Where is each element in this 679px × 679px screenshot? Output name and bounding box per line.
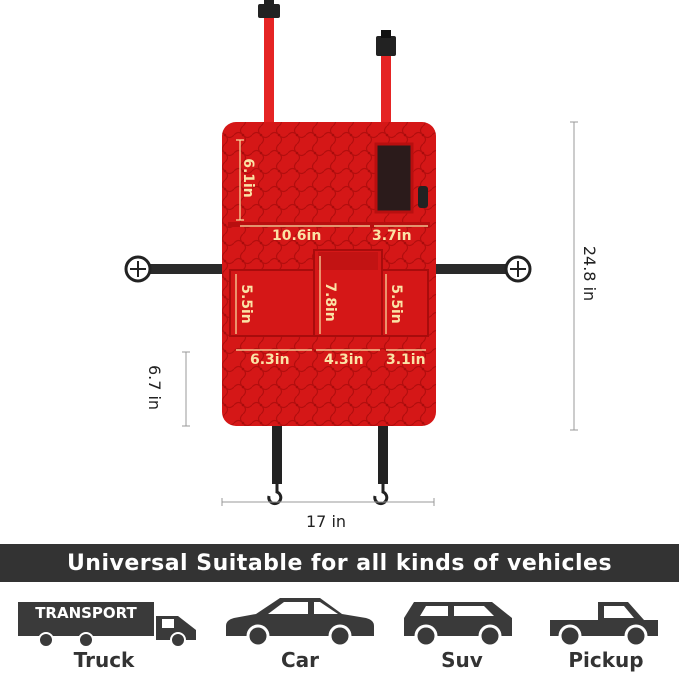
left-pocket bbox=[229, 269, 315, 337]
truck-badge-text: TRANSPORT bbox=[35, 604, 137, 622]
vehicle-label-car: Car bbox=[280, 648, 320, 672]
suv-icon bbox=[404, 602, 512, 648]
right-pocket-width-label: 3.1in bbox=[386, 352, 426, 368]
bottom-strap-right bbox=[373, 424, 389, 506]
right-pocket-height-label: 5.5in bbox=[387, 284, 404, 324]
top-pocket-width-label: 10.6in bbox=[272, 228, 322, 244]
side-strap-left bbox=[124, 255, 224, 283]
top-strap-left bbox=[258, 0, 280, 124]
left-pocket-width-label: 6.3in bbox=[250, 352, 290, 368]
car-icon bbox=[226, 598, 374, 648]
left-pocket-height-label: 5.5in bbox=[237, 284, 254, 324]
total-width-label: 17 in bbox=[306, 512, 347, 531]
mesh-pocket-width-label: 3.7in bbox=[372, 228, 412, 244]
top-pocket-height-label: 6.1in bbox=[239, 158, 256, 198]
top-strap-right bbox=[376, 30, 396, 124]
truck-icon bbox=[18, 602, 196, 648]
seat-organizer-illustration bbox=[124, 0, 578, 506]
vehicle-icons bbox=[18, 598, 658, 648]
mesh-pocket bbox=[374, 142, 414, 214]
middle-pocket-width-label: 4.3in bbox=[324, 352, 364, 368]
bottom-strap-left bbox=[267, 424, 283, 506]
vehicle-label-pickup: Pickup bbox=[568, 648, 644, 672]
vehicle-label-suv: Suv bbox=[441, 648, 483, 672]
pickup-icon bbox=[550, 602, 658, 648]
middle-pocket-height-label: 7.8in bbox=[321, 282, 338, 322]
total-height-label: 24.8 in bbox=[580, 245, 600, 302]
strap-height-label: 6.7 in bbox=[145, 364, 165, 411]
vehicle-label-truck: Truck bbox=[73, 648, 135, 672]
right-pocket bbox=[381, 269, 429, 337]
side-strap-right bbox=[432, 255, 532, 283]
banner-text: Universal Suitable for all kinds of vehi… bbox=[66, 550, 613, 576]
compatibility-banner: Universal Suitable for all kinds of vehi… bbox=[0, 544, 679, 582]
